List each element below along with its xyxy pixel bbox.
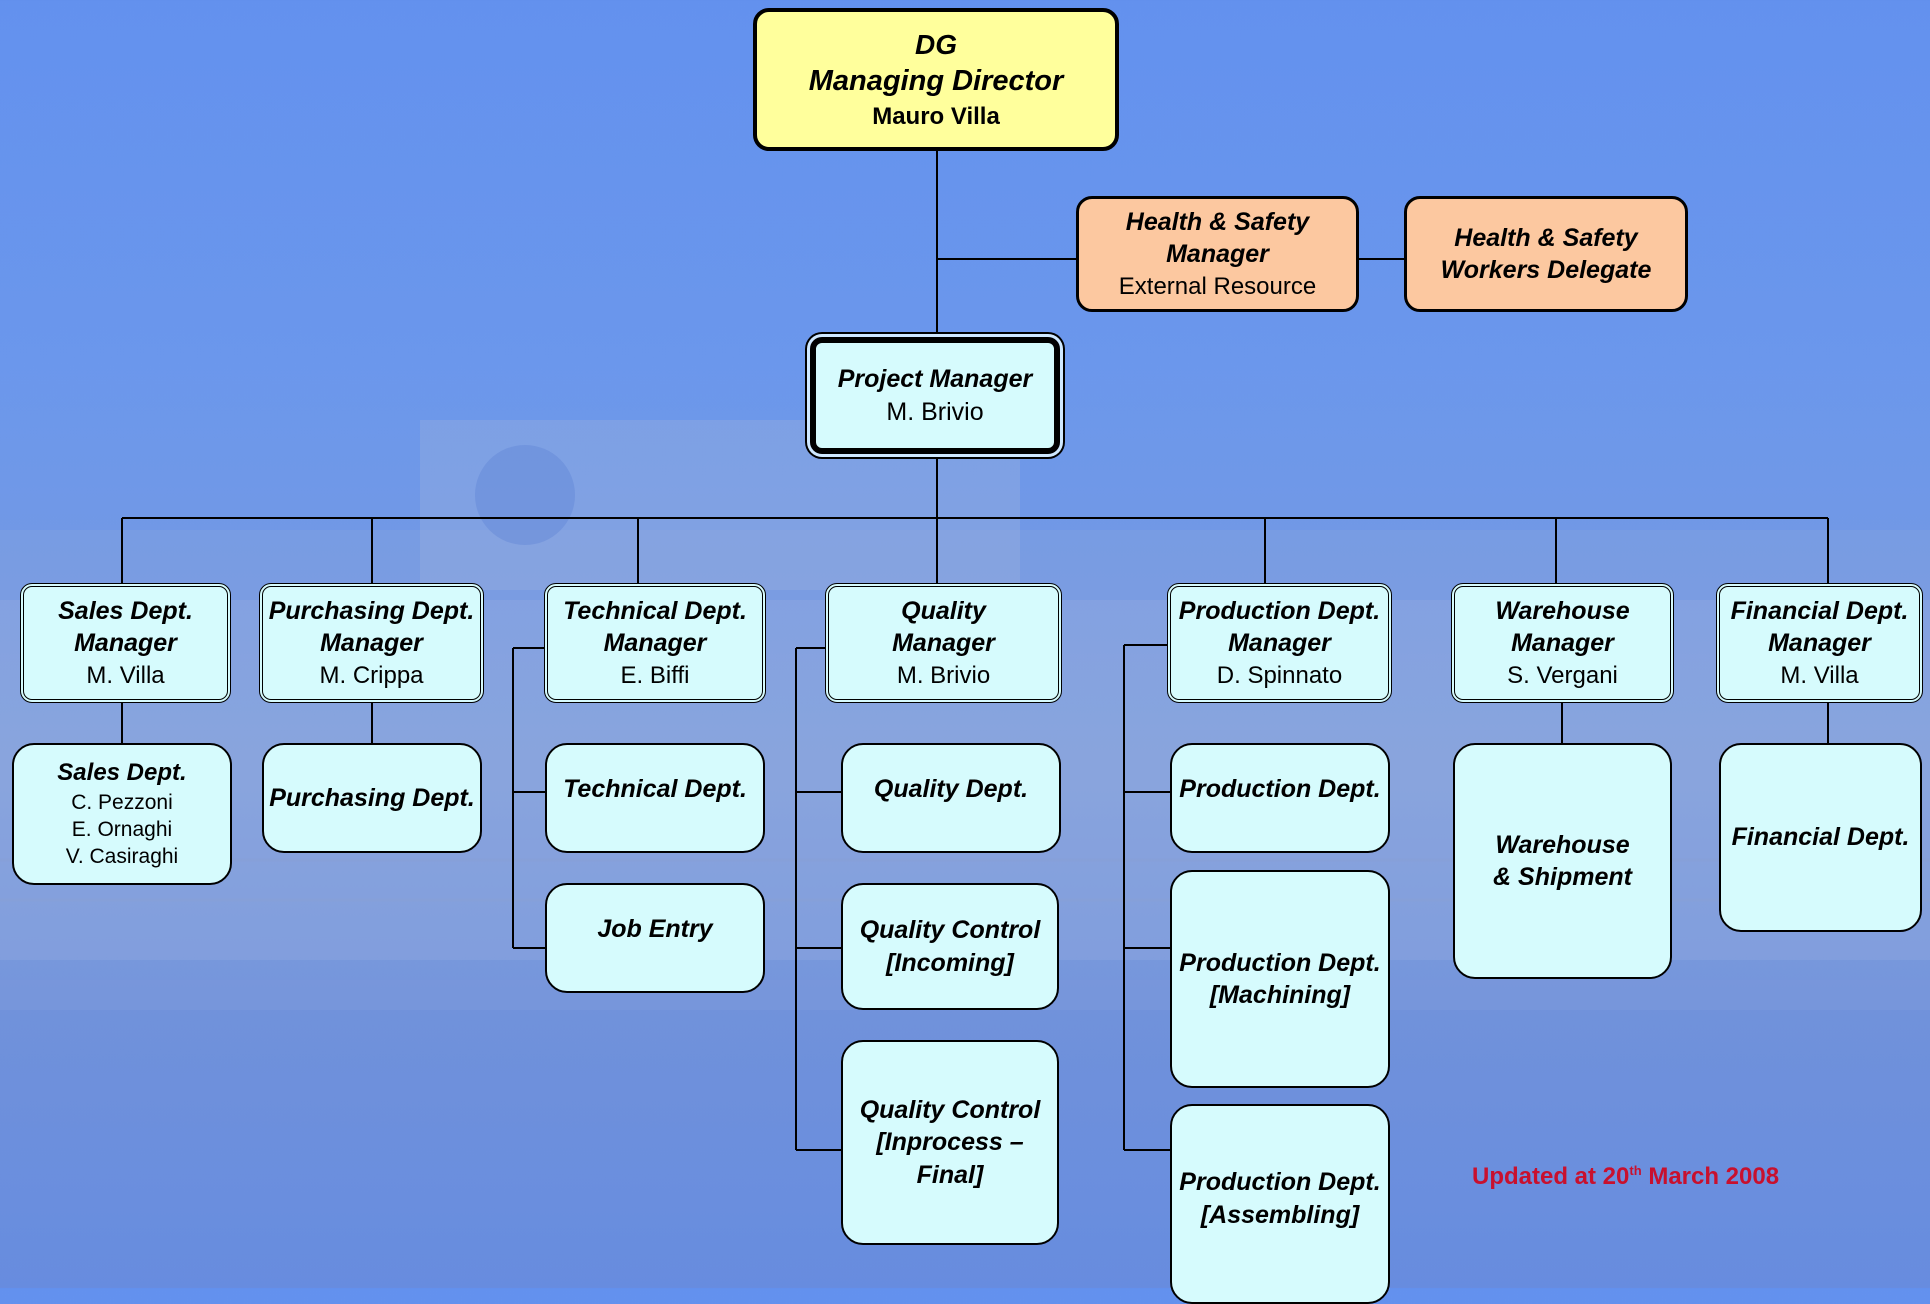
warehouse-manager-name: S. Vergani <box>1507 661 1618 689</box>
production-assembling-line2: [Assembling] <box>1200 1200 1360 1229</box>
qc-inprocess-box: Quality Control [Inprocess – Final] <box>841 1040 1059 1245</box>
production-machining-line1: Production Dept. <box>1179 948 1381 977</box>
financial-dept-title: Financial Dept. <box>1731 823 1910 852</box>
purchasing-manager-name: M. Crippa <box>319 661 424 689</box>
health-safety-manager-box: Health & Safety Manager External Resourc… <box>1076 196 1359 312</box>
technical-dept-box: Technical Dept. <box>545 743 765 853</box>
qc-incoming-line2: [Incoming] <box>886 948 1014 977</box>
updated-suffix: March 2008 <box>1641 1163 1780 1190</box>
technical-dept-title: Technical Dept. <box>563 775 747 803</box>
purchasing-dept-title: Purchasing Dept. <box>269 783 475 812</box>
sales-manager-box: Sales Dept. Manager M. Villa <box>20 583 231 703</box>
qc-incoming-box: Quality Control [Incoming] <box>841 883 1059 1010</box>
purchasing-manager-line1: Purchasing Dept. <box>268 596 475 625</box>
updated-prefix: Updated at 20 <box>1472 1163 1630 1190</box>
technical-manager-box: Technical Dept. Manager E. Biffi <box>544 583 766 703</box>
quality-manager-box: Quality Manager M. Brivio <box>825 583 1062 703</box>
purchasing-manager-line2: Manager <box>320 629 423 658</box>
quality-dept-title: Quality Dept. <box>873 775 1029 803</box>
project-manager-box: Project Manager M. Brivio <box>810 337 1060 454</box>
production-assembling-box: Production Dept. [Assembling] <box>1170 1104 1390 1304</box>
sales-dept-member: C. Pezzoni <box>71 790 173 814</box>
sales-manager-line1: Sales Dept. <box>58 596 193 625</box>
production-manager-box: Production Dept. Manager D. Spinnato <box>1167 583 1392 703</box>
production-machining-line2: [Machining] <box>1209 981 1351 1009</box>
sales-dept-box: Sales Dept. C. Pezzoni E. Ornaghi V. Cas… <box>12 743 232 885</box>
production-manager-line2: Manager <box>1228 629 1331 658</box>
health-safety-manager-title: Health & Safety Manager <box>1125 207 1310 269</box>
qc-inprocess-line1: Quality Control <box>859 1095 1041 1124</box>
project-manager-name: M. Brivio <box>886 397 984 426</box>
financial-manager-box: Financial Dept. Manager M. Villa <box>1716 583 1923 703</box>
technical-manager-line2: Manager <box>603 629 707 658</box>
sales-manager-line2: Manager <box>74 629 177 658</box>
financial-manager-line1: Financial Dept. <box>1730 596 1909 625</box>
health-safety-delegate-box: Health & Safety Workers Delegate <box>1404 196 1688 312</box>
job-entry-box: Job Entry <box>545 883 765 993</box>
project-manager-title: Project Manager <box>837 365 1033 393</box>
health-safety-delegate-line2: Workers Delegate <box>1440 256 1652 284</box>
warehouse-manager-line2: Manager <box>1511 629 1614 658</box>
production-assembling-line1: Production Dept. <box>1179 1168 1381 1196</box>
production-manager-line1: Production Dept. <box>1178 596 1381 625</box>
managing-director-box: DG Managing Director Mauro Villa <box>753 8 1119 151</box>
warehouse-shipment-line1: Warehouse <box>1495 830 1630 859</box>
managing-director-name: Mauro Villa <box>872 102 1000 130</box>
sales-dept-title: Sales Dept. <box>57 759 187 787</box>
qc-inprocess-line2: [Inprocess – Final] <box>876 1128 1024 1189</box>
dg-label: DG <box>915 28 957 60</box>
updated-date-note: Updated at 20th March 2008 <box>1472 1163 1779 1191</box>
sales-dept-member: V. Casiraghi <box>65 845 179 869</box>
purchasing-manager-box: Purchasing Dept. Manager M. Crippa <box>259 583 484 703</box>
financial-manager-name: M. Villa <box>1780 661 1859 689</box>
warehouse-manager-box: Warehouse Manager S. Vergani <box>1451 583 1674 703</box>
warehouse-shipment-box: Warehouse & Shipment <box>1453 743 1672 979</box>
quality-manager-line1: Quality <box>901 596 986 625</box>
updated-ordinal-suffix: th <box>1629 1163 1642 1178</box>
sales-dept-member: E. Ornaghi <box>71 817 173 841</box>
quality-manager-name: M. Brivio <box>896 661 991 689</box>
financial-manager-line2: Manager <box>1768 629 1871 658</box>
warehouse-manager-line1: Warehouse <box>1495 596 1630 625</box>
purchasing-dept-box: Purchasing Dept. <box>262 743 482 853</box>
job-entry-title: Job Entry <box>597 915 713 943</box>
quality-manager-line2: Manager <box>892 629 995 658</box>
qc-incoming-line1: Quality Control <box>859 916 1041 944</box>
financial-dept-box: Financial Dept. <box>1719 743 1922 932</box>
production-manager-name: D. Spinnato <box>1216 661 1343 689</box>
production-dept-box: Production Dept. <box>1170 743 1390 853</box>
production-machining-box: Production Dept. [Machining] <box>1170 870 1390 1088</box>
quality-dept-box: Quality Dept. <box>841 743 1061 853</box>
warehouse-shipment-line2: & Shipment <box>1493 863 1632 891</box>
health-safety-delegate-line1: Health & Safety <box>1454 223 1638 252</box>
technical-manager-line1: Technical Dept. <box>563 596 747 625</box>
technical-manager-name: E. Biffi <box>620 661 690 689</box>
health-safety-manager-sub: External Resource <box>1118 272 1317 300</box>
managing-director-title: Managing Director <box>808 65 1064 98</box>
production-dept-title: Production Dept. <box>1179 775 1381 803</box>
sales-manager-name: M. Villa <box>86 661 165 689</box>
